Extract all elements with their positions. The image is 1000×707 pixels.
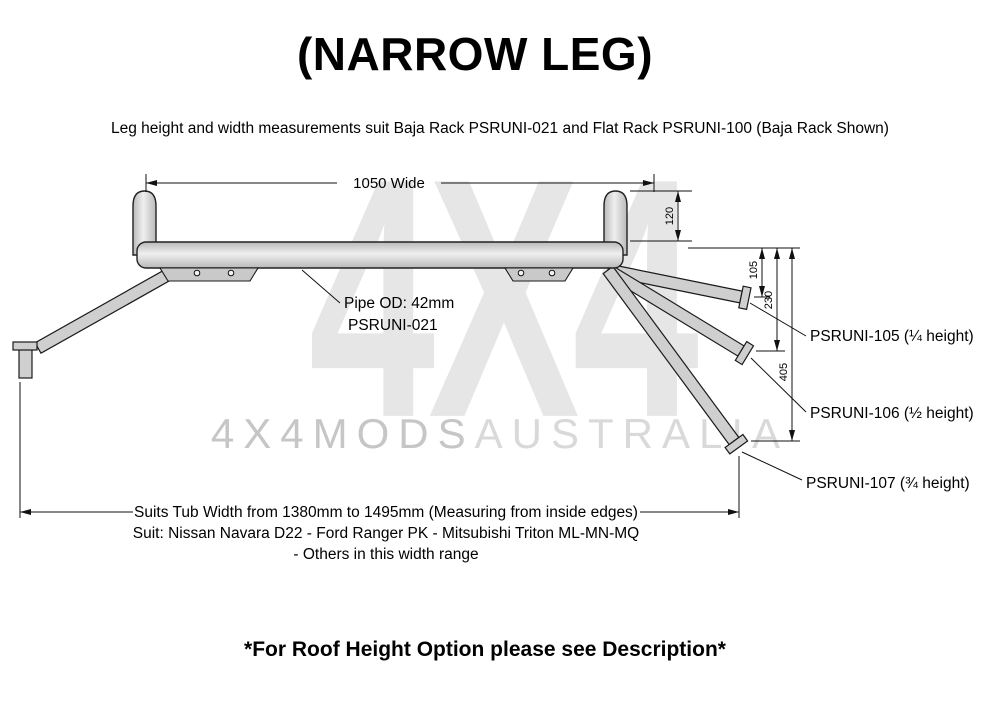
mounting-plates [159,267,574,282]
dim-drop-120: 120 [630,190,692,242]
dim-405-label: 405 [778,363,790,381]
right-mount-plate [504,267,574,282]
right-upright-tube [603,190,628,256]
dim-230-label: 230 [763,291,775,309]
dim-tub-width: Suits Tub Width from 1380mm to 1495mm (M… [19,382,740,521]
leg-quarter-endplate [738,285,752,311]
bolt-hole [548,269,556,277]
fitment-line-2: - Others in this width range [293,545,479,563]
leader-lines [301,269,807,481]
bolt-hole [193,269,201,277]
page-title: (NARROW LEG) [296,28,654,80]
fitment-line-1: Suit: Nissan Navara D22 - Ford Ranger PK… [132,525,640,542]
watermark-brand-left: 4X4MODS [210,410,475,457]
callout-labels: Pipe OD: 42mm PSRUNI-021 PSRUNI-105 (¼ h… [344,295,974,492]
left-upright-tube [132,190,157,256]
page-subtitle: Leg height and width measurements suit B… [111,120,889,137]
left-leg-assembly [12,261,184,379]
bolt-hole [227,269,235,277]
bolt-hole [517,269,525,277]
tub-width-note: Suits Tub Width from 1380mm to 1495mm (M… [134,504,638,521]
leg-three-quarter-label: PSRUNI-107 (¾ height) [806,475,970,492]
dim-120-label: 120 [664,207,676,225]
left-leg [34,261,184,355]
leg-half-label: PSRUNI-106 (½ height) [810,405,974,422]
dim-1050-label: 1050 Wide [353,175,425,192]
leg-quarter-label: PSRUNI-105 (¼ height) [810,328,974,345]
crossbar-tube [136,241,624,269]
left-leg-foot [18,345,33,379]
dim-overall-width: 1050 Wide [145,174,655,192]
roof-height-note: *For Roof Height Option please see Descr… [244,638,726,661]
pipe-part-label: PSRUNI-021 [348,317,438,334]
dim-leg-heights: 105 230 405 [688,247,800,442]
left-leg-foot-cap [12,341,38,351]
fitment-notes: Suit: Nissan Navara D22 - Ford Ranger PK… [0,524,772,565]
leg-three-quarter-endplate [724,433,749,455]
leg-half-endplate [734,340,755,366]
dim-105-label: 105 [748,261,760,279]
rack-uprights [132,190,628,256]
left-mount-plate [159,267,259,282]
right-leg-options [602,263,755,455]
pipe-od-label: Pipe OD: 42mm [344,295,454,312]
